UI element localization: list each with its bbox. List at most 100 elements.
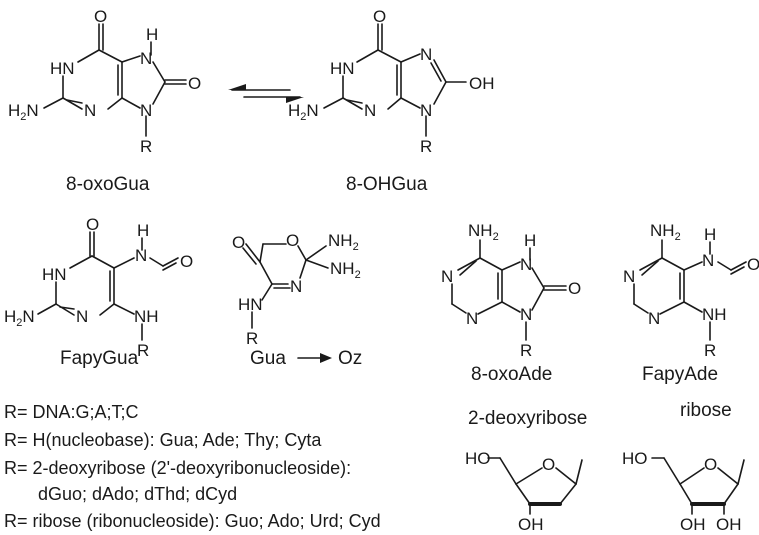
atom-o8: O <box>568 279 581 298</box>
bond <box>575 459 583 485</box>
bond <box>515 467 543 485</box>
bond <box>459 260 477 276</box>
structure-8-oxogua: O HN H N O N N R H2N 8-oxoGua <box>8 7 201 195</box>
atom-oh: OH <box>469 74 495 93</box>
atom-o6: O <box>94 7 107 26</box>
bond <box>663 457 681 485</box>
atom-n3: N <box>466 309 478 328</box>
atom-n3: N <box>84 101 96 120</box>
bond <box>679 467 705 485</box>
label-ribose: ribose <box>680 400 732 421</box>
bond <box>433 81 447 105</box>
bond <box>259 243 264 263</box>
atom-r: R <box>137 341 149 360</box>
label-8-oxogua: 8-oxoGua <box>66 174 150 195</box>
bond <box>305 245 327 261</box>
reaction-arrowhead <box>320 353 332 363</box>
bond <box>451 303 467 314</box>
atom-nh2: H2N <box>4 307 35 329</box>
bond <box>62 97 83 110</box>
bond <box>679 483 693 505</box>
bond <box>555 467 577 485</box>
atom-n9: N <box>140 101 152 120</box>
bond <box>559 483 577 505</box>
atom-nh2: H2N <box>8 101 39 123</box>
bond <box>387 97 402 110</box>
bond <box>730 261 747 271</box>
label-8-oxoade: 8-oxoAde <box>471 364 552 385</box>
bond <box>77 49 100 63</box>
atom-nh2-b: NH2 <box>330 259 361 281</box>
bond <box>717 261 732 271</box>
structure-8-ohgua: O HN N OH N N R H2N 8-OHGua <box>288 7 495 195</box>
label-fapygua: FapyGua <box>60 348 139 369</box>
bond <box>162 257 179 267</box>
bond <box>737 459 745 485</box>
atom-n9: N <box>520 305 532 324</box>
bond <box>107 97 123 110</box>
atom-n3: N <box>364 101 376 120</box>
r-definition-line: R= DNA:G;A;T;C <box>4 402 139 422</box>
atom-n3: N <box>648 309 660 328</box>
atom-h-formamido: H <box>137 221 149 240</box>
bond <box>299 259 307 279</box>
bond <box>730 266 745 275</box>
r-definition-line: dGuo; dAdo; dThd; dCyd <box>38 484 237 504</box>
bond <box>99 303 115 316</box>
atom-h-formamido: H <box>704 225 716 244</box>
bond <box>433 59 447 83</box>
atom-n7: N <box>140 49 152 68</box>
bond <box>457 257 481 271</box>
bond <box>43 97 64 109</box>
atom-o6: O <box>373 7 386 26</box>
r-definition-line: R= H(nucleobase): Gua; Ade; Thy; Cyta <box>4 430 322 450</box>
atom-o-ring: O <box>286 231 299 250</box>
bond <box>149 257 164 267</box>
bond <box>659 301 685 315</box>
atom-n1: HN <box>42 265 67 284</box>
r-definition-line: R= 2-deoxyribose (2'-deoxyribonucleoside… <box>4 458 351 478</box>
structure-8-oxoade: NH2 N N H N O N R 8-oxoAde <box>441 221 581 385</box>
atom-r: R <box>520 341 532 360</box>
bond <box>113 257 135 269</box>
atom-n-formamido: N <box>135 246 147 265</box>
bond <box>683 301 703 313</box>
atom-n1: HN <box>50 59 75 78</box>
structure-fapygua: O HN H N O NH N R H2N FapyGua <box>4 215 193 369</box>
bond <box>245 243 261 263</box>
label-gua: Gua <box>250 348 286 369</box>
bond <box>661 257 685 271</box>
atom-nh2: H2N <box>288 101 319 123</box>
bond <box>683 261 703 271</box>
bond <box>531 287 545 311</box>
r-definitions: R= DNA:G;A;T;C R= H(nucleobase): Gua; Ad… <box>4 402 381 531</box>
bond <box>59 306 75 310</box>
bond <box>639 257 663 271</box>
structure-oz: O O NH2 NH2 N HN R Gua Oz <box>232 231 362 369</box>
bond <box>152 61 166 83</box>
bond <box>641 260 659 276</box>
atom-nh2-a: NH2 <box>328 231 359 253</box>
bond <box>400 97 421 109</box>
atom-n-ring: N <box>290 277 302 296</box>
atom-nh2: NH2 <box>650 221 681 243</box>
atom-ho: HO <box>465 449 491 468</box>
atom-nh: NH <box>134 307 159 326</box>
bond <box>400 53 421 63</box>
bond <box>152 81 166 105</box>
atom-r: R <box>420 137 432 156</box>
atom-n7: N <box>420 45 432 64</box>
r-definition-line: R= ribose (ribonucleoside): Guo; Ado; Ur… <box>4 511 381 531</box>
atom-r: R <box>140 137 152 156</box>
atom-n1: N <box>623 267 635 286</box>
bond <box>723 483 739 505</box>
atom-n9: N <box>420 101 432 120</box>
bond <box>515 483 531 505</box>
atom-h7: H <box>524 231 536 250</box>
atom-hn: HN <box>238 295 263 314</box>
atom-n7: N <box>520 255 532 274</box>
atom-r: R <box>246 329 258 348</box>
atom-oh-3: OH <box>716 515 742 534</box>
structure-fapyade: NH2 N N H N O NH R FapyAde <box>623 221 759 385</box>
